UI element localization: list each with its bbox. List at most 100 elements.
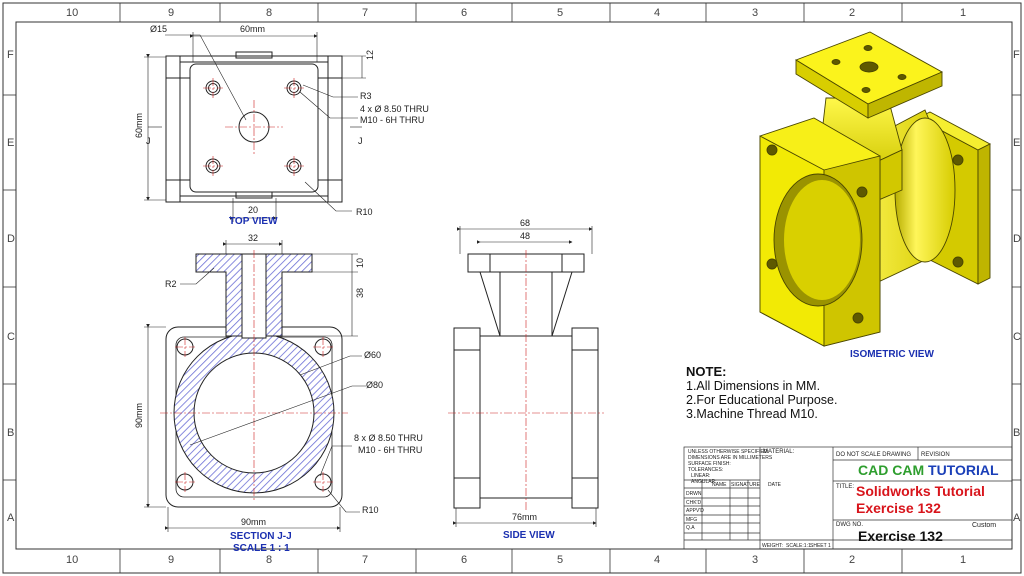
top-view-label: TOP VIEW: [229, 216, 278, 227]
section-view-scale: SCALE 1 : 1: [233, 543, 290, 554]
tolerance-line: TOLERANCES:: [688, 467, 724, 473]
zone-bottom-10: 10: [66, 554, 79, 566]
scale-label: SCALE:1:1: [786, 543, 811, 549]
zone-top-4: 4: [654, 7, 661, 19]
top-dim-12: 12: [365, 49, 375, 60]
side-view-centerlines: [448, 250, 604, 512]
row-mfg: MFG: [686, 517, 698, 523]
tolerance-line: SURFACE FINISH:: [688, 461, 731, 467]
brand-cad: CAD: [858, 462, 889, 478]
zone-bottom-4: 4: [654, 554, 661, 566]
dwg-no-label: DWG NO.: [836, 522, 863, 528]
material-label: MATERIAL:: [763, 449, 795, 455]
side-dim-68: 68: [520, 218, 531, 228]
drawing-title-line-2: Exercise 132: [856, 500, 941, 516]
col-name: NAME: [712, 482, 727, 488]
section-view-centerlines: [160, 250, 348, 500]
section-view-dimension-lines: [144, 240, 366, 532]
zone-ticks: [3, 3, 1021, 573]
zone-top-2: 2: [849, 7, 856, 19]
top-dim-holes: 4 x Ø 8.50 THRU: [360, 104, 429, 114]
zone-top-10: 10: [66, 7, 79, 19]
zone-right-b: B: [1013, 427, 1021, 439]
zone-left-b: B: [7, 427, 15, 439]
row-chkd: CHK'D: [686, 500, 702, 506]
zone-left-d: D: [7, 233, 15, 245]
top-dim-d15: Ø15: [150, 24, 168, 34]
note-line-3: 3.Machine Thread M10.: [686, 407, 818, 421]
zone-right-e: E: [1013, 137, 1021, 149]
top-dim-60mm-width: 60mm: [240, 24, 266, 34]
brand-logo: CAD CAM TUTORIAL: [858, 462, 999, 478]
section-dim-90mm-height: 90mm: [134, 402, 144, 428]
note-line-1: 1.All Dimensions in MM.: [686, 379, 821, 393]
zone-top-6: 6: [461, 7, 468, 19]
zone-top-3: 3: [752, 7, 759, 19]
zone-top-8: 8: [266, 7, 273, 19]
revision-label: REVISION: [921, 452, 950, 458]
section-dim-38: 38: [355, 287, 365, 298]
side-view-dimension-lines: [453, 226, 597, 527]
zone-bottom-7: 7: [362, 554, 369, 566]
zone-bottom-3: 3: [752, 554, 759, 566]
brand-tutorial: TUTORIAL: [928, 462, 999, 478]
note-line-2: 2.For Educational Purpose.: [686, 393, 838, 407]
notes-title: NOTE:: [686, 364, 727, 379]
notes-block: NOTE: 1.All Dimensions in MM. 2.For Educ…: [686, 364, 837, 421]
zone-bottom-6: 6: [461, 554, 468, 566]
row-qa: Q.A: [686, 525, 695, 531]
zone-right-f: F: [1013, 49, 1020, 61]
zone-top-5: 5: [557, 7, 564, 19]
tolerance-line: DIMENSIONS ARE IN MILLIMETERS: [688, 455, 773, 461]
zone-bottom-8: 8: [266, 554, 273, 566]
section-dim-r2: R2: [165, 279, 177, 289]
row-drwn: DRWN: [686, 491, 702, 497]
tolerance-line: LINEAR:: [691, 473, 711, 479]
isometric-view-label: ISOMETRIC VIEW: [850, 349, 934, 360]
zone-left-f: F: [7, 49, 14, 61]
section-dim-thread: M10 - 6H THRU: [358, 445, 423, 455]
do-not-scale-label: DO NOT SCALE DRAWING: [836, 452, 912, 458]
section-dim-d80: Ø80: [366, 380, 384, 390]
row-appvd: APPV'D: [686, 508, 704, 514]
weight-label: WEIGHT:: [762, 543, 783, 549]
section-view-drawing: [165, 253, 343, 508]
zone-top-7: 7: [362, 7, 369, 19]
sheet-label: SHEET 1: [810, 543, 831, 549]
zone-bottom-2: 2: [849, 554, 856, 566]
section-dim-32: 32: [248, 233, 259, 243]
zone-top-1: 1: [960, 7, 967, 19]
custom-label: Custom: [972, 522, 997, 529]
zone-bottom-1: 1: [960, 554, 967, 566]
section-view-label: SECTION J-J: [230, 531, 292, 542]
top-view-centerlines: [203, 78, 304, 176]
side-dim-76mm: 76mm: [512, 512, 538, 522]
isometric-part: [759, 31, 991, 347]
top-dim-20: 20: [248, 205, 259, 215]
side-view-label: SIDE VIEW: [503, 530, 555, 541]
drawing-number: Exercise 132: [858, 528, 943, 544]
section-marker-j-left: J: [146, 136, 151, 146]
zone-right-a: A: [1013, 512, 1021, 524]
zone-bottom-9: 9: [168, 554, 175, 566]
col-date: DATE: [768, 482, 781, 488]
tolerance-line: UNLESS OTHERWISE SPECIFIED:: [688, 449, 769, 455]
inner-border: [15, 21, 1013, 550]
title-block-lines: [683, 446, 1013, 550]
section-marker-j-right: J: [358, 136, 363, 146]
zone-left-a: A: [7, 512, 15, 524]
top-dim-r3: R3: [360, 91, 372, 101]
top-view-dimension-lines: [144, 32, 366, 222]
section-dim-holes: 8 x Ø 8.50 THRU: [354, 433, 423, 443]
zone-top-9: 9: [168, 7, 175, 19]
top-dim-thread: M10 - 6H THRU: [360, 115, 425, 125]
section-dim-r10: R10: [362, 505, 379, 515]
zone-left-e: E: [7, 137, 15, 149]
zone-right-d: D: [1013, 233, 1021, 245]
col-signature: SIGNATURE: [731, 482, 760, 488]
section-dim-d60: Ø60: [364, 350, 382, 360]
side-dim-48: 48: [520, 231, 531, 241]
drawing-title-line-1: Solidworks Tutorial: [856, 483, 985, 499]
section-dim-10: 10: [355, 257, 365, 268]
